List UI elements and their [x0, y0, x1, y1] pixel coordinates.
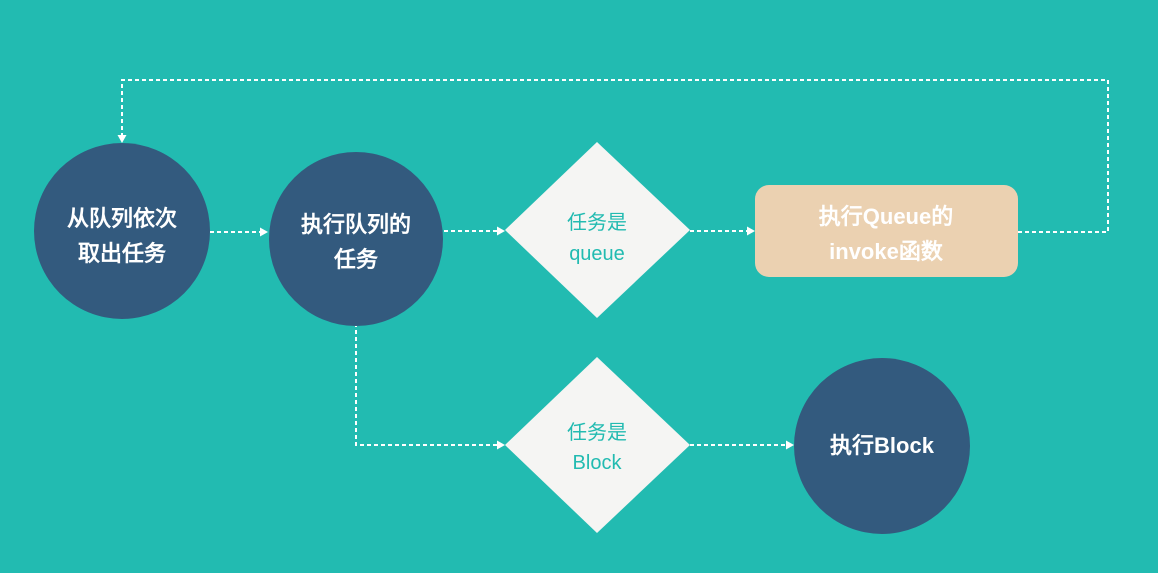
node-invoke-queue-shape — [755, 185, 1018, 277]
node-invoke-queue-label-line-2: invoke函数 — [829, 239, 944, 264]
node-execute-queue-task: 执行队列的 任务 — [269, 152, 443, 326]
arrowhead — [497, 440, 505, 450]
arrowhead — [117, 135, 127, 143]
node-execute-block: 执行Block — [794, 358, 970, 534]
node-dequeue-label-line-1: 从队列依次 — [67, 206, 177, 231]
node-dequeue-shape — [34, 143, 210, 319]
arrowhead — [497, 226, 505, 236]
node-dequeue-label-line-2: 取出任务 — [78, 241, 167, 266]
decision-is-queue-label-line-1: 任务是 — [567, 211, 627, 234]
decision-is-queue-label-line-2: queue — [569, 243, 625, 265]
arrowhead — [786, 440, 794, 450]
decision-is-queue-shape — [505, 142, 690, 318]
node-execute-queue-task-shape — [269, 152, 443, 326]
connector-execute-to-is-block — [355, 323, 499, 446]
connectors — [117, 79, 1109, 450]
arrowhead — [260, 227, 268, 237]
arrowhead — [747, 226, 755, 236]
decision-is-queue: 任务是 queue — [505, 142, 690, 318]
node-execute-queue-task-label-line-1: 执行队列的 — [301, 212, 411, 237]
decision-is-block: 任务是 Block — [505, 357, 690, 533]
node-execute-queue-task-label-line-2: 任务 — [333, 247, 379, 272]
node-dequeue: 从队列依次 取出任务 — [34, 143, 210, 319]
decision-is-block-label-line-1: 任务是 — [567, 421, 627, 444]
connector-invoke-loop-back — [121, 79, 1109, 233]
decision-is-block-shape — [505, 357, 690, 533]
decision-is-block-label-line-2: Block — [573, 452, 623, 474]
node-invoke-queue: 执行Queue的 invoke函数 — [755, 185, 1018, 277]
node-invoke-queue-label-line-1: 执行Queue的 — [819, 204, 953, 229]
node-execute-block-label: 执行Block — [830, 433, 935, 458]
node-execute-block-shape — [794, 358, 970, 534]
